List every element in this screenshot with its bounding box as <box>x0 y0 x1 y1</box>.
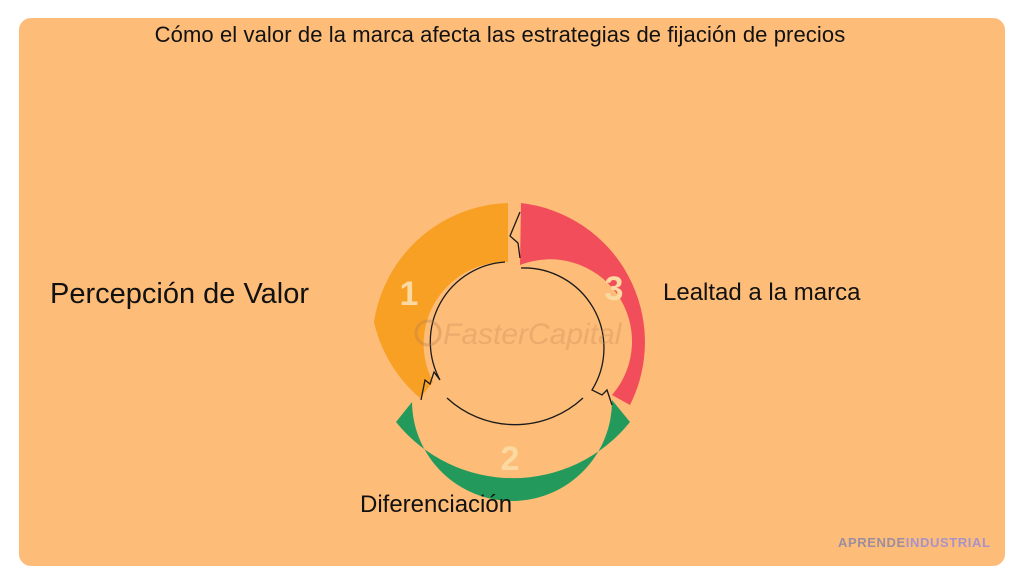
segment-2-number: 2 <box>501 440 520 478</box>
watermark-logo-icon <box>414 319 442 347</box>
watermark-text: FasterCapital <box>443 318 623 351</box>
segment-1-label: Percepción de Valor <box>50 278 310 310</box>
segment-3-number: 3 <box>605 270 624 308</box>
brand-part2: INDUSTRIAL <box>905 535 991 550</box>
page-title: Cómo el valor de la marca afecta las est… <box>154 22 846 47</box>
segment-3-label: Lealtad a la marca <box>663 279 861 306</box>
segment-1-arc <box>374 203 508 398</box>
connector-lines <box>420 211 613 426</box>
watermark: FasterCapital <box>414 318 623 351</box>
diagram-card <box>19 18 1005 566</box>
segment-2-label: Diferenciación <box>360 491 513 518</box>
segment-3-arc <box>520 203 645 405</box>
segment-1-number: 1 <box>400 275 419 313</box>
segment-2-arc <box>396 400 630 501</box>
brand-logo: APRENDEINDUSTRIAL <box>838 535 990 550</box>
brand-part1: APRENDE <box>838 535 906 550</box>
